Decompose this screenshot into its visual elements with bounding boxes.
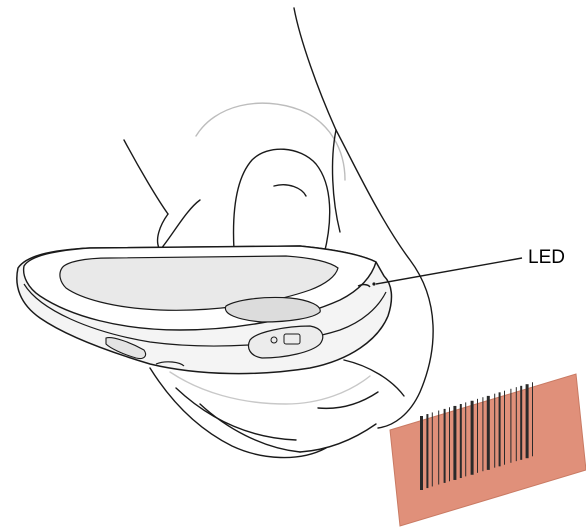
finger-line-2	[200, 404, 300, 452]
barcode-bar	[494, 394, 495, 468]
barcode-bar	[444, 409, 446, 483]
barcode-bar	[520, 386, 522, 460]
barcode-bar	[453, 406, 456, 480]
finger-line-4	[318, 392, 378, 408]
barcode-bar	[420, 416, 423, 490]
barcode-bar	[532, 382, 533, 456]
barcode-bar	[516, 387, 517, 461]
barcode-bar	[499, 392, 501, 466]
barcode-bar	[477, 399, 478, 473]
fingers-under-device	[150, 368, 326, 458]
barcode-bar	[438, 411, 439, 485]
led-callout-line	[376, 258, 522, 284]
barcode-bar	[487, 396, 490, 470]
upper-hand-outline	[196, 103, 345, 180]
barcode-bar	[465, 402, 466, 476]
thumb-crease	[274, 185, 306, 196]
hand-drawing	[124, 8, 433, 458]
barcode-bar	[426, 414, 428, 488]
barcode-bar	[471, 401, 474, 475]
hand-shading	[170, 372, 370, 404]
palm-upper-line	[333, 130, 340, 232]
mobile-computer	[17, 246, 392, 374]
led-dot	[372, 282, 375, 285]
forearm-edge	[294, 8, 336, 130]
barcode-bar	[504, 391, 505, 465]
scan-button-icon	[225, 297, 320, 322]
led-callout-label: LED	[528, 247, 565, 269]
barcode-bar	[432, 412, 433, 486]
finger-back-edge	[124, 140, 168, 214]
barcode-label	[390, 374, 586, 526]
finger-line-3	[300, 424, 376, 452]
barcode-bar	[526, 384, 529, 458]
barcode-bar	[482, 397, 483, 471]
barcode-bar	[449, 407, 450, 481]
barcode-bar	[460, 404, 462, 478]
finger-line-1	[176, 388, 296, 440]
barcode-bar	[510, 389, 511, 463]
palm-lower-outline	[344, 360, 404, 396]
